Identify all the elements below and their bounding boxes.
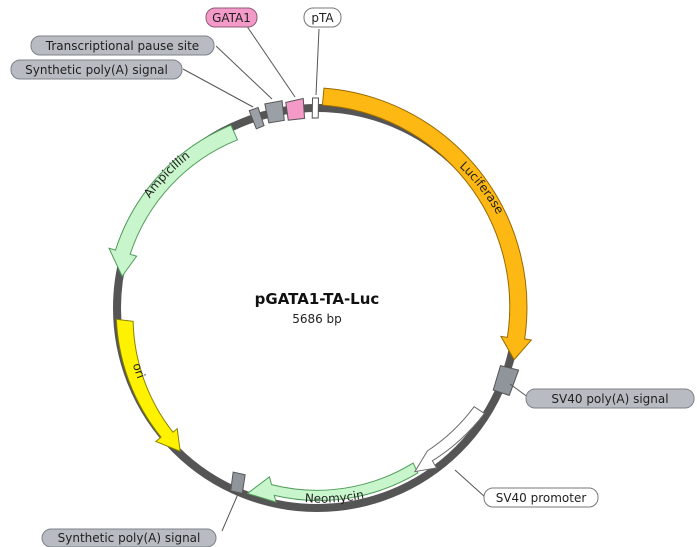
feature-luciferase[interactable]: [321, 87, 533, 361]
callout-polya-top[interactable]: Synthetic poly(A) signal: [10, 59, 183, 80]
feature-pta[interactable]: [311, 97, 320, 119]
feature-ampicillin[interactable]: [108, 124, 239, 278]
callout-gata1-label: GATA1: [212, 11, 251, 25]
callout-sv40-polya[interactable]: SV40 poly(A) signal: [525, 388, 695, 409]
callout-polya-bottom[interactable]: Synthetic poly(A) signal: [41, 528, 217, 547]
plasmid-size: 5686 bp: [292, 312, 342, 326]
feature-luciferase-label: Luciferase: [457, 159, 507, 217]
feature-polya-bottom[interactable]: [230, 471, 246, 494]
callout-pta-label: pTA: [311, 11, 334, 25]
callout-polya-bottom-label: Synthetic poly(A) signal: [58, 531, 201, 545]
feature-ori-label: ori: [130, 361, 148, 380]
feature-polya-top[interactable]: [248, 106, 265, 130]
callout-pause-site[interactable]: Transcriptional pause site: [30, 35, 215, 56]
callout-sv40-promoter[interactable]: SV40 promoter: [483, 487, 599, 508]
feature-sv40-promoter[interactable]: [413, 406, 486, 473]
callout-polya-top-label: Synthetic poly(A) signal: [25, 63, 168, 77]
feature-neomycin[interactable]: [246, 462, 419, 503]
callout-sv40-polya-label: SV40 poly(A) signal: [551, 392, 668, 406]
feature-ori[interactable]: [115, 318, 181, 453]
feature-neomycin-label: Neomycin: [304, 487, 365, 505]
feature-pause-site[interactable]: [264, 100, 285, 124]
feature-gata1[interactable]: [285, 97, 306, 121]
feature-sv40-polya[interactable]: [492, 365, 520, 397]
feature-ampicillin-label: Ampicillin: [141, 148, 192, 200]
callout-pause-site-label: Transcriptional pause site: [45, 39, 199, 53]
callout-pta[interactable]: pTA: [303, 7, 342, 28]
plasmid-name: pGATA1-TA-Luc: [255, 290, 380, 308]
callout-sv40-promoter-label: SV40 promoter: [496, 491, 587, 505]
callout-gata1[interactable]: GATA1: [205, 7, 258, 28]
